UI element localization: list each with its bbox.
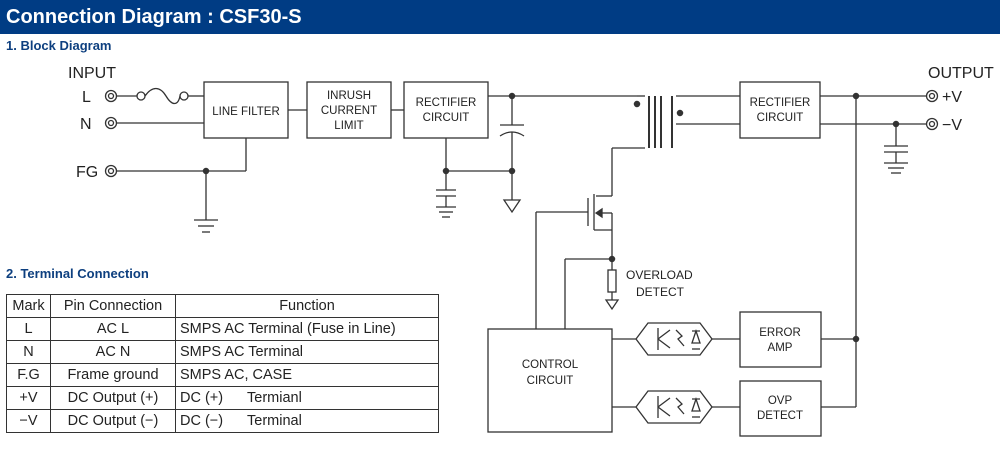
svg-text:CIRCUIT: CIRCUIT xyxy=(527,375,574,387)
cell-mark: L xyxy=(6,317,51,341)
terminal-n: N xyxy=(80,116,118,133)
line-filter-block: LINE FILTER xyxy=(203,81,289,139)
overload-detect-label: OVERLOAD xyxy=(626,268,693,282)
output-capacitor xyxy=(884,145,908,174)
terminal-fg: FG xyxy=(76,164,118,181)
input-label: INPUT xyxy=(68,65,116,82)
sense-resistor xyxy=(604,269,620,311)
column-header-mark: Mark xyxy=(6,294,51,318)
output-label: OUTPUT xyxy=(928,65,994,82)
cell-pin: DC Output (+) xyxy=(50,386,176,410)
svg-text:INRUSH: INRUSH xyxy=(327,90,371,102)
optocoupler-ovp xyxy=(635,390,713,424)
cell-pin: Frame ground xyxy=(50,363,176,387)
optocoupler-error xyxy=(635,322,713,356)
input-rectifier-block: RECTIFIER CIRCUIT xyxy=(403,81,489,139)
block-diagram-heading: 1. Block Diagram xyxy=(6,38,112,53)
table-header-row: Mark Pin Connection Function xyxy=(6,294,439,318)
terminal-table: Mark Pin Connection Function L AC L SMPS… xyxy=(6,294,439,433)
control-circuit-block: CONTROL CIRCUIT xyxy=(487,328,613,433)
svg-text:CIRCUIT: CIRCUIT xyxy=(757,112,804,124)
svg-text:ERROR: ERROR xyxy=(759,327,801,339)
transformer-symbol xyxy=(633,96,684,148)
svg-text:FG: FG xyxy=(76,164,98,181)
table-row: F.G Frame ground SMPS AC, CASE xyxy=(6,363,439,387)
cell-mark: −V xyxy=(6,409,51,433)
terminal-l: L xyxy=(82,89,118,106)
inrush-current-limit-block: INRUSH CURRENT LIMIT xyxy=(306,81,392,139)
svg-text:AMP: AMP xyxy=(768,342,793,354)
cell-function: SMPS AC, CASE xyxy=(175,363,439,387)
overload-detect-label-2: DETECT xyxy=(636,285,685,299)
cell-function: SMPS AC Terminal (Fuse in Line) xyxy=(175,317,439,341)
cell-mark: +V xyxy=(6,386,51,410)
svg-text:RECTIFIER: RECTIFIER xyxy=(750,97,811,109)
svg-text:OVP: OVP xyxy=(768,395,793,407)
y-capacitor xyxy=(436,189,456,218)
column-header-function: Function xyxy=(175,294,439,318)
cell-pin: AC L xyxy=(50,317,176,341)
error-amp-block: ERROR AMP xyxy=(739,311,822,368)
cell-pin: AC N xyxy=(50,340,176,364)
column-header-pin: Pin Connection xyxy=(50,294,176,318)
cell-function: DC (−) Terminal xyxy=(175,409,439,433)
svg-text:LINE FILTER: LINE FILTER xyxy=(212,106,280,118)
table-row: +V DC Output (+) DC (+) Termianl xyxy=(6,386,439,410)
svg-text:CONTROL: CONTROL xyxy=(522,359,579,371)
ovp-detect-block: OVP DETECT xyxy=(739,380,822,437)
frame-ground-symbol xyxy=(194,219,218,233)
svg-text:CURRENT: CURRENT xyxy=(321,105,377,117)
page-title: Connection Diagram : CSF30-S xyxy=(0,0,1000,34)
svg-text:L: L xyxy=(82,89,91,106)
svg-text:N: N xyxy=(80,116,92,133)
cell-function: DC (+) Termianl xyxy=(175,386,439,410)
hot-ground-symbol xyxy=(502,199,522,214)
table-row: −V DC Output (−) DC (−) Terminal xyxy=(6,409,439,433)
svg-text:DETECT: DETECT xyxy=(757,410,803,422)
svg-text:RECTIFIER: RECTIFIER xyxy=(416,97,477,109)
svg-text:LIMIT: LIMIT xyxy=(334,120,363,132)
cell-mark: N xyxy=(6,340,51,364)
svg-text:CIRCUIT: CIRCUIT xyxy=(423,112,470,124)
terminal-negative: −V xyxy=(925,117,962,134)
cell-function: SMPS AC Terminal xyxy=(175,340,439,364)
cell-pin: DC Output (−) xyxy=(50,409,176,433)
cell-mark: F.G xyxy=(6,363,51,387)
table-row: N AC N SMPS AC Terminal xyxy=(6,340,439,364)
table-row: L AC L SMPS AC Terminal (Fuse in Line) xyxy=(6,317,439,341)
svg-text:−V: −V xyxy=(942,117,962,134)
terminal-positive: +V xyxy=(925,89,962,106)
mosfet-switch xyxy=(587,194,613,231)
output-rectifier-block: RECTIFIER CIRCUIT xyxy=(739,81,821,139)
fuse-symbol xyxy=(117,87,204,105)
svg-text:+V: +V xyxy=(942,89,962,106)
terminal-connection-heading: 2. Terminal Connection xyxy=(6,266,149,281)
